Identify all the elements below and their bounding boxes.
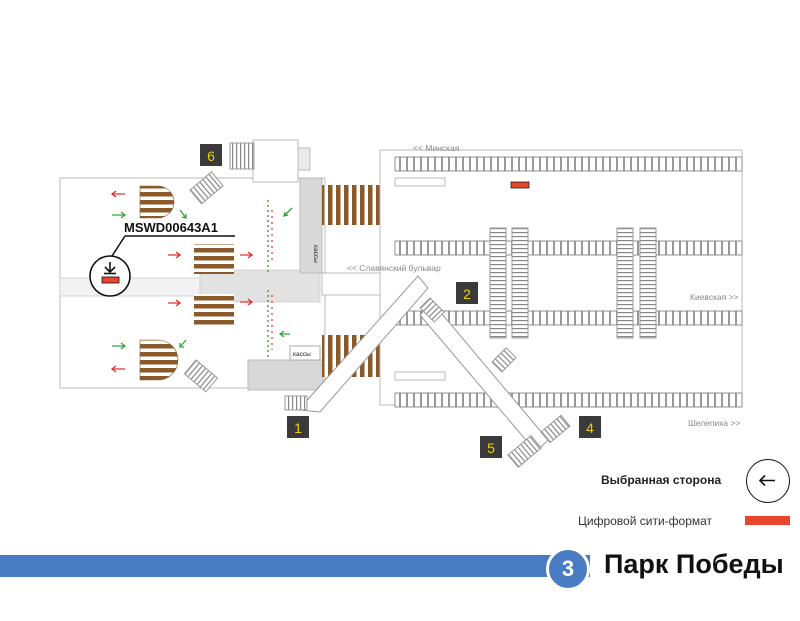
- stairs-vestibule-upper: [189, 171, 224, 205]
- platform-area: [379, 149, 743, 408]
- track-minskaya: [394, 156, 743, 172]
- exit-badge-1: 1: [287, 416, 309, 438]
- stairs-exit-6: [229, 142, 255, 170]
- cross-passages: [489, 227, 657, 339]
- legend-selected-side-label: Выбранная сторона: [601, 473, 722, 487]
- direction-shelepikha: Шелепиха >>: [688, 418, 740, 428]
- legend-selected-side-symbol: [746, 459, 790, 503]
- exit-badge-4: 4: [579, 416, 601, 438]
- metro-line-bar: [0, 555, 590, 577]
- exit-badge-2: 2: [456, 282, 478, 304]
- escalator-vestibule-upper: [194, 244, 234, 274]
- station-map: MSWD00643A1 << Минская << Славянский бул…: [59, 139, 743, 468]
- arrow-down-icon: [104, 262, 116, 274]
- kassy-label-upper: кассы: [312, 245, 319, 263]
- digital-format-marker-platform: [510, 181, 530, 189]
- advert-location-circle: [89, 255, 131, 297]
- diagonal-passage-5: [419, 297, 571, 468]
- legend-digital-format-label: Цифровой сити-формат: [578, 514, 713, 528]
- svg-text:5: 5: [487, 440, 495, 456]
- svg-text:1: 1: [294, 420, 302, 436]
- track-shelepikha: [394, 392, 743, 408]
- left-vestibule: [59, 139, 326, 391]
- stairs-vestibule-lower: [183, 359, 219, 393]
- diagonal-passage-1: [284, 275, 429, 413]
- svg-text:6: 6: [207, 148, 215, 164]
- svg-text:2: 2: [463, 286, 471, 302]
- escalator-vestibule-lower: [194, 294, 234, 326]
- line-number-badge: 3: [546, 547, 590, 591]
- exit-badge-6: 6: [200, 144, 222, 166]
- advert-id-label: MSWD00643A1: [124, 220, 218, 235]
- kassy-label-lower: кассы: [293, 351, 311, 358]
- direction-slavyansky: << Славянский бульвар: [347, 263, 441, 273]
- exit-badge-5: 5: [480, 436, 502, 458]
- track-upper-2: [394, 240, 743, 256]
- escalator-semicircle-lower: [139, 339, 179, 381]
- direction-minskaya: << Минская: [413, 143, 460, 153]
- arrow-left-icon: [758, 474, 775, 487]
- escalator-semicircle-upper: [139, 185, 175, 219]
- direction-kievskaya: Киевская >>: [690, 292, 739, 302]
- digital-format-marker-selected: [101, 276, 120, 284]
- legend-digital-format-swatch: [745, 516, 790, 525]
- station-name: Парк Победы: [604, 549, 784, 579]
- selected-advert: [89, 235, 235, 297]
- svg-text:4: 4: [586, 420, 594, 436]
